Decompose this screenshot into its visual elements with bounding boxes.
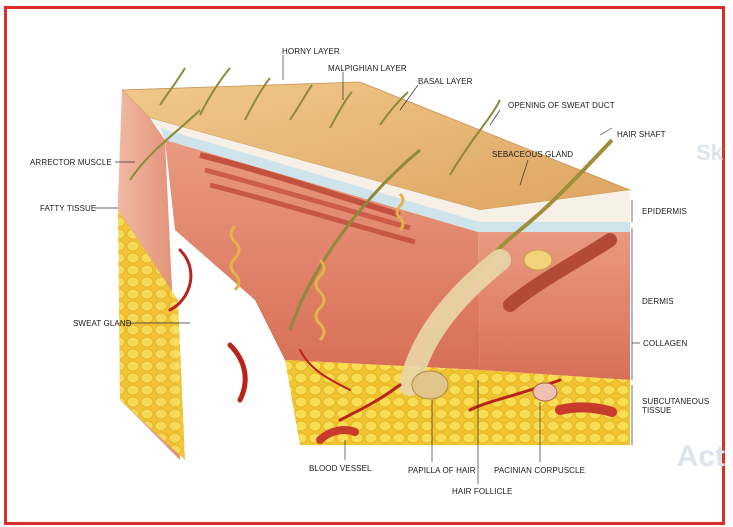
label-sebaceous-gland: SEBACEOUS GLAND xyxy=(492,150,573,159)
label-collagen: COLLAGEN xyxy=(643,339,687,348)
label-epidermis: EPIDERMIS xyxy=(642,207,687,216)
label-subcutaneous-tissue-line1: SUBCUTANEOUS xyxy=(642,397,709,406)
label-subcutaneous-tissue-line2: TISSUE xyxy=(642,406,672,415)
label-horny-layer: HORNY LAYER xyxy=(282,47,340,56)
pacinian-corpuscle-shape xyxy=(533,383,557,401)
label-dermis: DERMIS xyxy=(642,297,674,306)
label-blood-vessel: BLOOD VESSEL xyxy=(309,464,372,473)
label-basal-layer: BASAL LAYER xyxy=(418,77,472,86)
label-papilla-of-hair: PAPILLA OF HAIR xyxy=(408,466,476,475)
label-opening-of-sweat-duct: OPENING OF SWEAT DUCT xyxy=(508,101,615,110)
label-hair-follicle: HAIR FOLLICLE xyxy=(452,487,512,496)
label-sweat-gland: SWEAT GLAND xyxy=(73,319,132,328)
label-malpighian-layer: MALPIGHIAN LAYER xyxy=(328,64,407,73)
label-pacinian-corpuscle: PACINIAN CORPUSCLE xyxy=(494,466,585,475)
label-hair-shaft: HAIR SHAFT xyxy=(617,130,666,139)
label-fatty-tissue: FATTY TISSUE xyxy=(40,204,96,213)
label-arrector-muscle: ARRECTOR MUSCLE xyxy=(30,158,112,167)
